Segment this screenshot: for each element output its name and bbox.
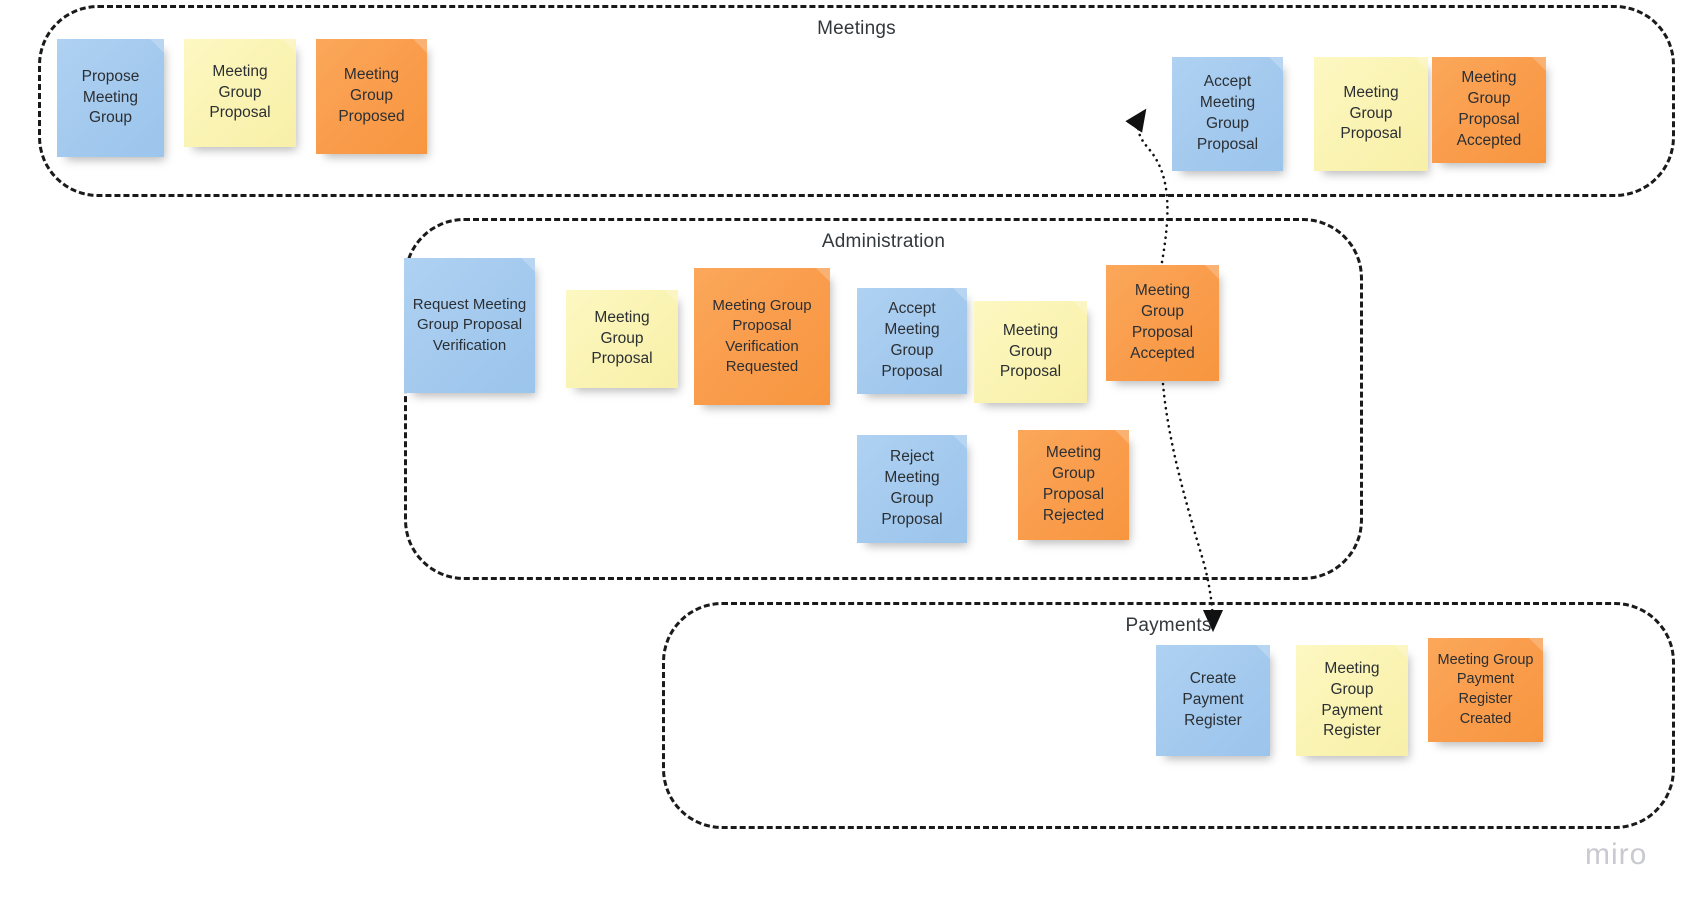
sticky-note-accept-meeting-group-proposal-meetings[interactable]: Accept Meeting Group Proposal bbox=[1172, 57, 1283, 171]
sticky-note-meeting-group-proposed[interactable]: Meeting Group Proposed bbox=[316, 39, 427, 154]
sticky-note-meeting-group-proposal-rejected[interactable]: Meeting Group Proposal Rejected bbox=[1018, 430, 1129, 540]
lane-meetings[interactable]: Meetings bbox=[38, 5, 1675, 197]
lane-title-meetings: Meetings bbox=[817, 18, 896, 39]
sticky-note-meeting-group-payment-register-created[interactable]: Meeting Group Payment Register Created bbox=[1428, 638, 1543, 742]
sticky-note-meeting-group-proposal-admin-2[interactable]: Meeting Group Proposal bbox=[974, 301, 1087, 403]
sticky-note-meeting-group-proposal-meetings-2[interactable]: Meeting Group Proposal bbox=[1314, 57, 1428, 171]
lane-administration[interactable]: Administration bbox=[404, 218, 1363, 580]
sticky-note-accept-meeting-group-proposal-admin[interactable]: Accept Meeting Group Proposal bbox=[857, 288, 967, 394]
sticky-note-meeting-group-proposal-accepted-meetings[interactable]: Meeting Group Proposal Accepted bbox=[1432, 57, 1546, 163]
miro-watermark: miro bbox=[1585, 838, 1648, 871]
sticky-note-create-payment-register[interactable]: Create Payment Register bbox=[1156, 645, 1270, 756]
lane-title-administration: Administration bbox=[821, 231, 946, 252]
sticky-note-meeting-group-payment-register[interactable]: Meeting Group Payment Register bbox=[1296, 645, 1408, 756]
sticky-note-request-meeting-group-proposal-verification[interactable]: Request Meeting Group Proposal Verificat… bbox=[404, 258, 535, 393]
sticky-note-meeting-group-proposal-verification-requested[interactable]: Meeting Group Proposal Verification Requ… bbox=[694, 268, 830, 405]
sticky-note-propose-meeting-group[interactable]: Propose Meeting Group bbox=[57, 39, 164, 157]
sticky-note-reject-meeting-group-proposal[interactable]: Reject Meeting Group Proposal bbox=[857, 435, 967, 543]
lane-payments[interactable]: Payments bbox=[662, 602, 1675, 829]
sticky-note-meeting-group-proposal-meetings[interactable]: Meeting Group Proposal bbox=[184, 39, 296, 147]
sticky-note-meeting-group-proposal-admin[interactable]: Meeting Group Proposal bbox=[566, 290, 678, 388]
sticky-note-meeting-group-proposal-accepted-admin[interactable]: Meeting Group Proposal Accepted bbox=[1106, 265, 1219, 381]
lane-title-payments: Payments bbox=[1125, 615, 1212, 636]
